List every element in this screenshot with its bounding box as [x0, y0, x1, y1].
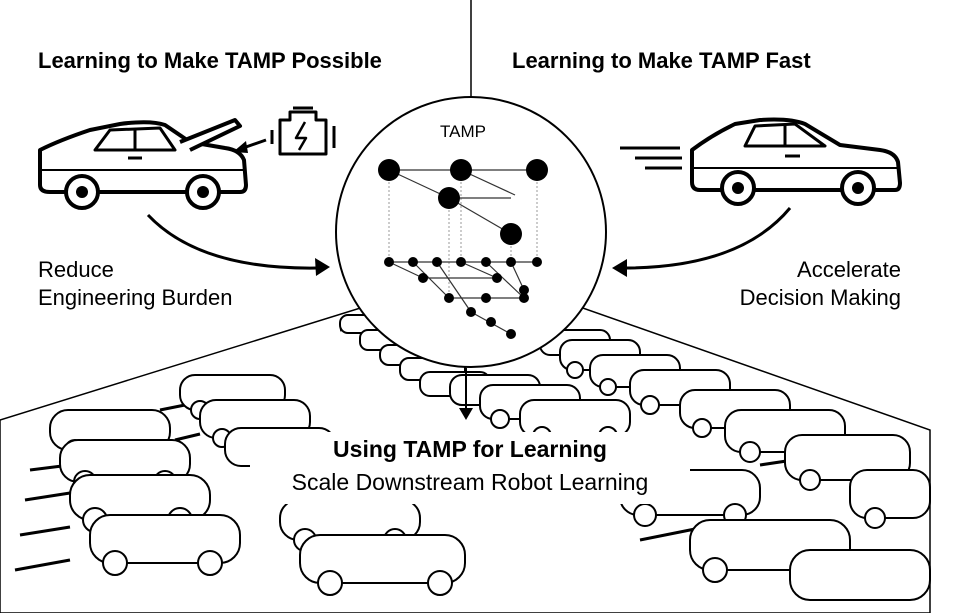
- bottom-caption-title: Using TAMP for Learning: [333, 436, 607, 462]
- right-curved-arrow: [612, 207, 792, 277]
- tamp-label: TAMP: [440, 122, 486, 141]
- engine-battery-icon: [270, 106, 336, 156]
- left-curved-arrow: [146, 213, 330, 276]
- heading-right: Learning to Make TAMP Fast: [512, 48, 811, 73]
- heading-left: Learning to Make TAMP Possible: [38, 48, 382, 73]
- left-caption-line1: Reduce: [38, 257, 114, 282]
- engine-to-car-arrow: [233, 138, 267, 153]
- tamp-graph: [378, 159, 548, 339]
- fast-car-icon: [620, 117, 902, 206]
- car-hood-open-icon: [38, 118, 248, 210]
- left-caption-line2: Engineering Burden: [38, 285, 233, 310]
- bottom-caption: Using TAMP for Learning Scale Downstream…: [250, 432, 690, 504]
- left-caption: Reduce Engineering Burden: [38, 256, 232, 312]
- right-caption-line2: Decision Making: [739, 285, 901, 310]
- bottom-caption-subtitle: Scale Downstream Robot Learning: [291, 469, 649, 495]
- down-arrow-icon: [459, 368, 473, 420]
- right-caption: Accelerate Decision Making: [740, 256, 901, 312]
- right-caption-line1: Accelerate: [797, 257, 901, 282]
